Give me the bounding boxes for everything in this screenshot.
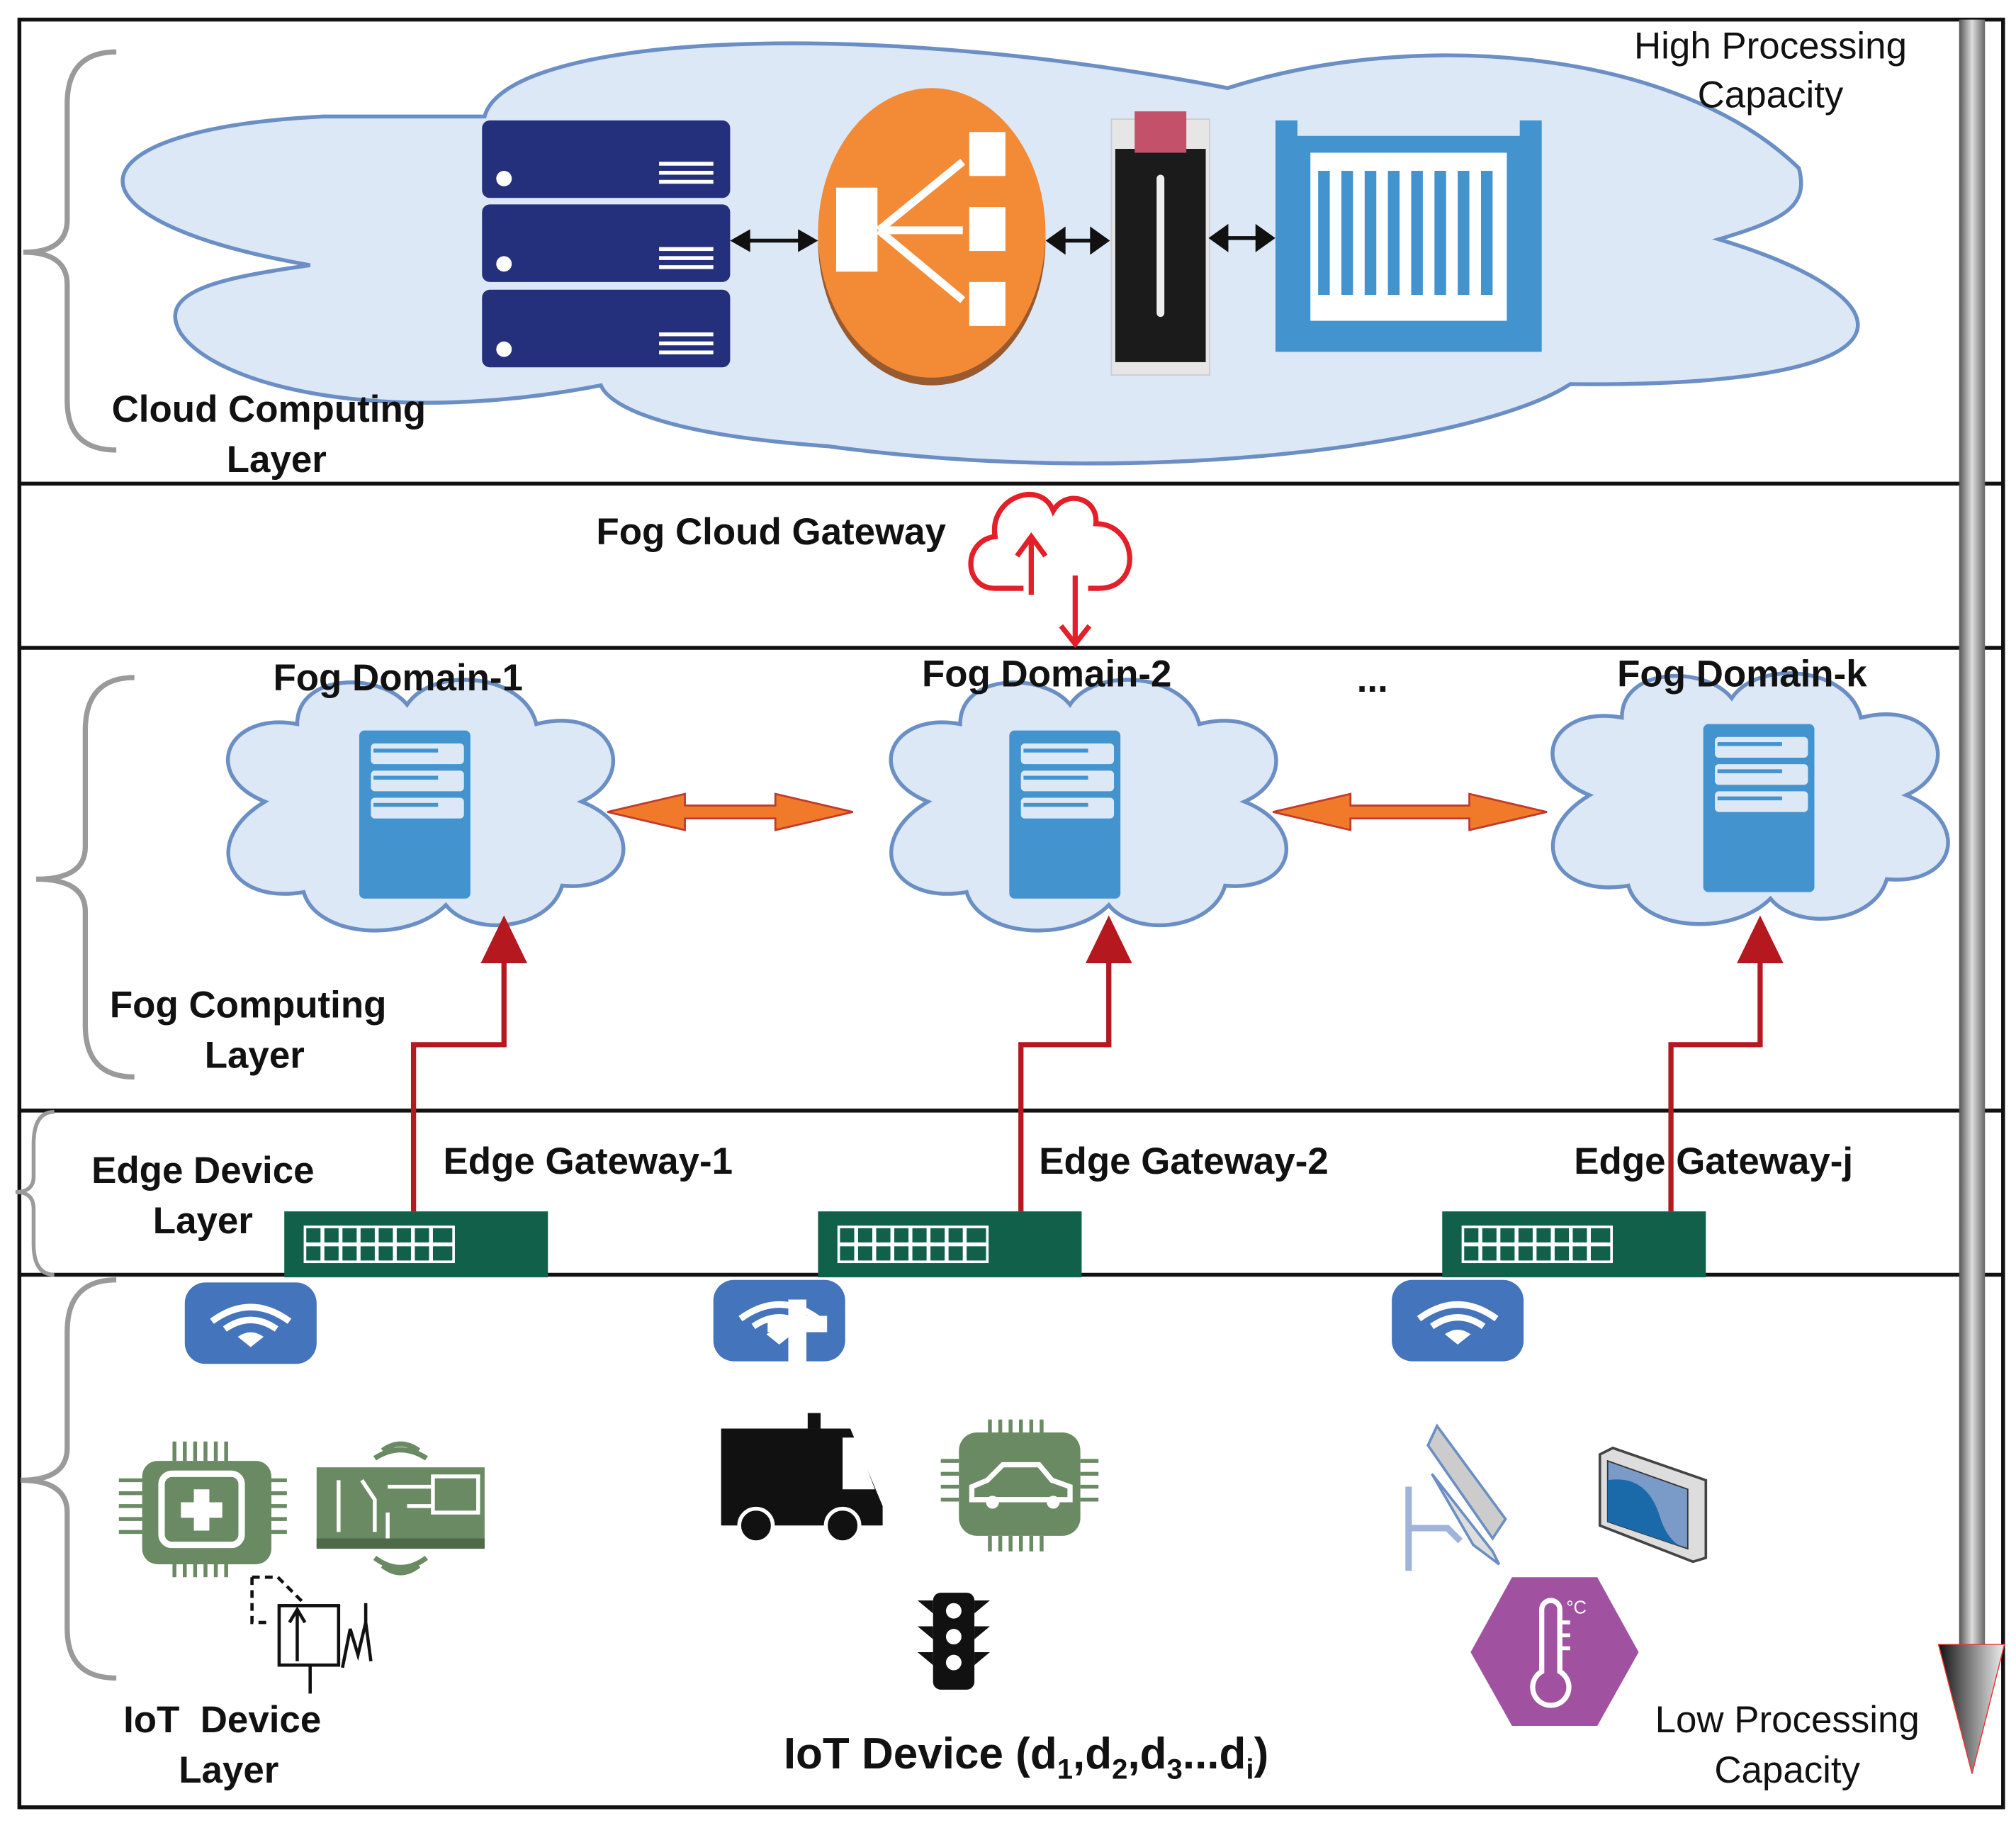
iot-layer-label-line2: Layer <box>179 1749 278 1791</box>
edge-gateway-2-icon <box>818 1211 1082 1278</box>
iot-layer-label-line1: IoT Device <box>123 1699 321 1741</box>
storage-container-icon <box>1276 120 1542 352</box>
fog-domain-2-label: Fog Domain-2 <box>922 654 1172 695</box>
fog-cloud-gateway-label: Fog Cloud Gateway <box>596 511 946 553</box>
wifi-access-point-1-icon <box>185 1282 317 1364</box>
temperature-unit-label: °C <box>1566 1598 1587 1617</box>
vehicle-chip-icon <box>940 1419 1099 1552</box>
circuit-board-icon <box>316 1441 485 1576</box>
fog-cloud-gateway-icon <box>968 492 1132 649</box>
iot-layer-brace <box>21 1277 117 1681</box>
edge-gateway-j-icon <box>1442 1211 1706 1278</box>
fog-layer-label-line2: Layer <box>205 1035 305 1077</box>
firewall-device-icon <box>1110 111 1210 376</box>
edge-to-fog-uplinks <box>410 915 1784 1212</box>
cloud-layer-label-line1: Cloud Computing <box>112 388 426 430</box>
fog-layer-label-line1: Fog Computing <box>110 985 387 1026</box>
server-rack-icon <box>482 120 731 368</box>
cloud-link-arrows <box>730 223 1276 255</box>
tablet-icon <box>1598 1446 1708 1564</box>
edge-gateway-1-label: Edge Gateway-1 <box>444 1140 733 1182</box>
traffic-light-icon <box>917 1593 990 1690</box>
cloud-layer-brace <box>23 49 117 453</box>
iot-title-suffix: ) <box>1254 1729 1269 1778</box>
fog-domain-1-label: Fog Domain-1 <box>273 657 522 699</box>
iot-title-sub-1: 1 <box>1057 1754 1073 1785</box>
medical-chip-icon <box>118 1441 287 1578</box>
security-camera-icon <box>1405 1423 1507 1571</box>
iot-title-sub-3: 3 <box>1167 1754 1183 1785</box>
wifi-access-point-3-icon <box>1392 1280 1524 1362</box>
iot-title-sub-i: i <box>1246 1754 1254 1785</box>
pressure-sensor-icon <box>250 1575 373 1694</box>
iot-title-sep-1: ,d <box>1073 1729 1112 1778</box>
iot-title-sep-2: ,d <box>1127 1729 1166 1778</box>
iot-title-prefix: IoT Device (d <box>784 1729 1057 1778</box>
iot-devices-title: IoT Device (d1,d2,d3...di) <box>784 1729 1268 1785</box>
ambulance-icon <box>721 1299 883 1544</box>
processing-capacity-arrow <box>1937 19 2005 1774</box>
cloud-layer-label-line2: Layer <box>227 439 327 481</box>
edge-layer-label-line1: Edge Device <box>91 1150 314 1191</box>
edge-gateway-2-label: Edge Gateway-2 <box>1039 1140 1328 1182</box>
high-capacity-label-line2: Capacity <box>1698 74 1844 116</box>
iot-title-sep-3: ...d <box>1183 1729 1246 1778</box>
edge-gateway-1-icon <box>284 1211 548 1278</box>
fog-layer-brace <box>36 675 135 1080</box>
fog-domain-k-label: Fog Domain-k <box>1617 654 1867 695</box>
edge-gateway-j-label: Edge Gateway-j <box>1574 1140 1853 1182</box>
iot-title-sub-2: 2 <box>1112 1754 1127 1785</box>
low-capacity-label-line1: Low Processing <box>1655 1699 1920 1741</box>
fog-domain-ellipsis: ... <box>1357 658 1388 700</box>
temperature-sensor-icon: °C <box>1470 1577 1639 1726</box>
low-capacity-label-line2: Capacity <box>1714 1749 1860 1791</box>
fog-domain-link-arrows <box>607 792 1548 831</box>
router-icon <box>818 88 1046 386</box>
high-capacity-label-line1: High Processing <box>1634 25 1907 67</box>
edge-layer-brace <box>15 1109 55 1277</box>
edge-layer-label-line2: Layer <box>153 1200 253 1242</box>
